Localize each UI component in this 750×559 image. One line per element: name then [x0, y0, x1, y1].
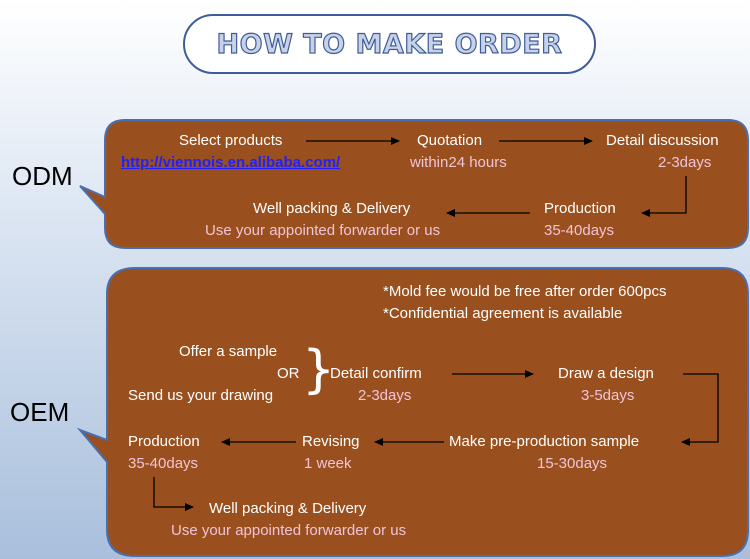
oem-production-time: 35-40days	[128, 455, 199, 472]
odm-production-time: 35-40days	[544, 222, 615, 239]
oem-forwarder: Use your appointed forwarder or us	[171, 522, 407, 539]
oem-production: Production	[128, 433, 200, 450]
odm-arrow-discussion-to-production	[641, 176, 687, 217]
odm-store-link[interactable]: http://viennois.en.alibaba.com/	[121, 154, 341, 171]
oem-revising-time: 1 week	[304, 455, 352, 472]
oem-offer-sample: Offer a sample	[179, 343, 278, 360]
odm-select-products: Select products	[179, 132, 283, 149]
odm-label: ODM	[12, 161, 73, 191]
odm-packing-delivery: Well packing & Delivery	[253, 200, 411, 217]
oem-note-mold-fee: *Mold fee would be free after order 600p…	[383, 283, 667, 300]
oem-detail-confirm-time: 2-3days	[358, 387, 412, 404]
oem-arrow-production-to-packing	[153, 477, 194, 511]
odm-forwarder: Use your appointed forwarder or us	[205, 222, 441, 239]
oem-preproduction-time: 15-30days	[537, 455, 608, 472]
oem-draw-design-time: 3-5days	[581, 387, 635, 404]
oem-callout-panel	[76, 267, 749, 557]
title-banner: HOW TO MAKE ORDER	[183, 14, 596, 74]
odm-production: Production	[544, 200, 616, 217]
odm-quotation-time: within24 hours	[410, 154, 507, 171]
odm-detail-discussion-time: 2-3days	[658, 154, 712, 171]
page-title: HOW TO MAKE ORDER	[216, 28, 563, 60]
oem-or: OR	[277, 365, 300, 382]
odm-quotation: Quotation	[417, 132, 483, 149]
oem-packing-delivery: Well packing & Delivery	[209, 500, 367, 517]
oem-detail-confirm: Detail confirm	[330, 365, 422, 382]
oem-preproduction-sample: Make pre-production sample	[449, 433, 640, 450]
odm-callout-panel	[79, 119, 749, 249]
odm-detail-discussion: Detail discussion	[606, 132, 719, 149]
right-brace-icon: }	[302, 340, 336, 400]
oem-arrow-design-to-preproduction	[681, 373, 719, 446]
oem-send-drawing: Send us your drawing	[128, 387, 274, 404]
oem-draw-design: Draw a design	[558, 365, 654, 382]
oem-note-confidential: *Confidential agreement is available	[383, 305, 623, 322]
oem-label: OEM	[10, 397, 70, 427]
oem-revising: Revising	[302, 433, 360, 450]
